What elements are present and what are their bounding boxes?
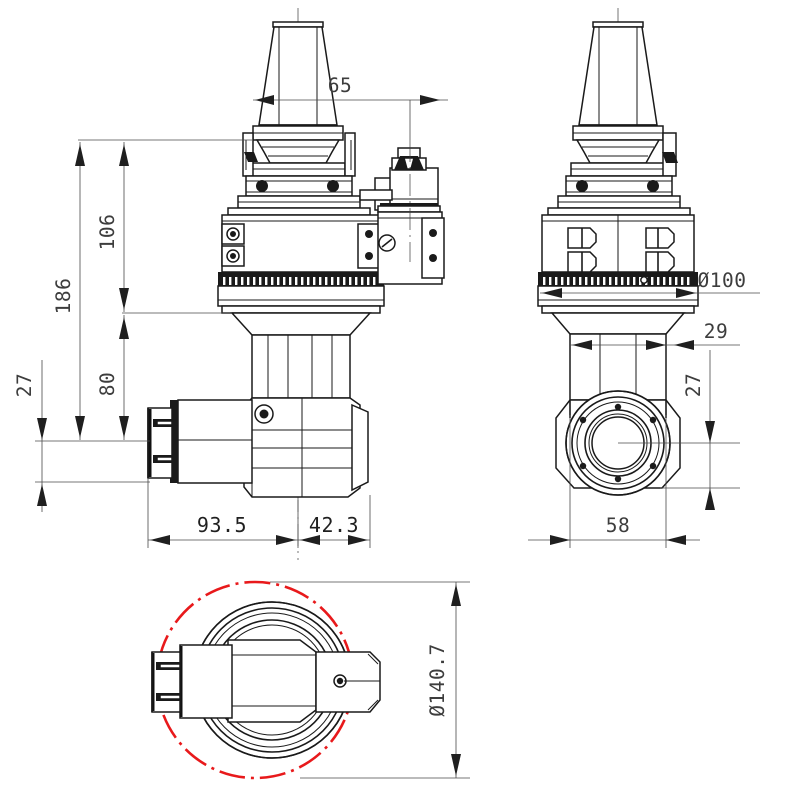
main-housing-body [221, 214, 381, 273]
dimension-27-side-label: 27 [682, 373, 705, 397]
dimension-65-label: 65 [328, 74, 352, 97]
side-shoulder-plate [547, 195, 691, 216]
dimension-106: 106 [96, 142, 129, 312]
dimension-93-5-label: 93.5 [197, 513, 247, 537]
side-taper-shank [578, 21, 658, 126]
dimension-186: 186 [52, 142, 85, 440]
dimension-27-front: 27 [13, 360, 47, 512]
front-view: 65 186 106 80 [13, 8, 448, 560]
dimension-27-side: 27 [618, 350, 740, 510]
support-stop-block [359, 140, 445, 285]
dimension-80-label: 80 [96, 372, 119, 396]
bottom-support-arm [315, 651, 381, 713]
taper-flange-collar [242, 125, 356, 177]
dimension-42-3: 42.3 [298, 513, 370, 545]
dimension-29-label: 29 [704, 320, 728, 343]
bearing-ring [245, 175, 353, 197]
dimension-27-front-label: 27 [13, 373, 36, 397]
shoulder-plate [227, 195, 371, 216]
side-serrated-ring [537, 272, 699, 314]
dimension-42-3-label: 42.3 [309, 513, 359, 537]
dimension-dia-140-7: Ø140.7 [426, 582, 461, 778]
dimension-58-label: 58 [606, 514, 630, 537]
side-housing-body [541, 214, 695, 273]
dimension-106-label: 106 [96, 214, 119, 251]
dimension-dia-100-label: Ø100 [698, 269, 747, 292]
bottom-spindle-body [151, 644, 233, 719]
dimension-80: 80 [96, 315, 129, 440]
spindle-neck [230, 312, 372, 399]
dimension-dia-140-7-label: Ø140.7 [426, 643, 449, 716]
dimension-93-5: 93.5 [148, 513, 298, 545]
angle-head-body [243, 397, 369, 498]
dimension-58: 58 [528, 514, 700, 545]
dimension-dia-100: Ø100 [540, 269, 760, 298]
serration-teeth [223, 277, 376, 285]
dimension-65: 65 [253, 74, 448, 140]
output-collet-chuck [147, 399, 253, 484]
side-bearing-ring [565, 175, 673, 197]
dimension-29: 29 [570, 320, 740, 350]
side-serration-teeth [543, 277, 690, 285]
side-view: Ø100 29 27 58 [528, 8, 760, 548]
side-spindle-neck [550, 312, 686, 401]
side-flange-collar [570, 125, 678, 177]
bottom-view: Ø140.7 [151, 580, 470, 780]
serrated-index-ring [217, 272, 385, 314]
dimension-186-label: 186 [52, 278, 75, 315]
taper-shank [258, 21, 338, 126]
bottom-hex-body [227, 639, 317, 723]
